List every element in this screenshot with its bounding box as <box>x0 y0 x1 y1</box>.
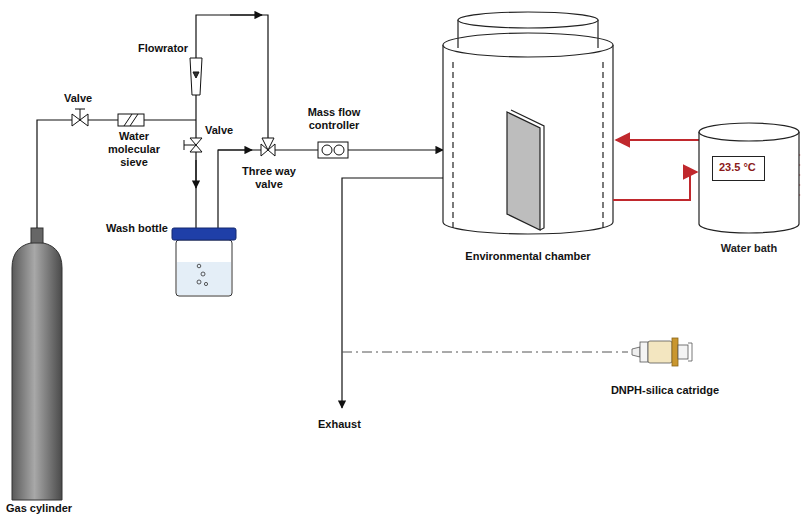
molecular-sieve <box>118 114 144 126</box>
gas-line <box>195 120 196 138</box>
gas-line <box>37 15 443 286</box>
exhaust-line <box>342 178 443 408</box>
wash-bottle <box>176 240 232 296</box>
gas-line <box>275 149 318 150</box>
gas-cylinder <box>31 228 43 243</box>
environmental-chamber <box>507 112 540 230</box>
gas-line <box>195 152 196 228</box>
device-label: Flowrator <box>138 42 188 55</box>
wash-bottle <box>197 264 201 268</box>
flowrator-tube <box>193 72 199 78</box>
valve-label: Three way valve <box>240 165 298 191</box>
gas-line <box>230 14 262 15</box>
dnph-cartridge <box>672 338 678 366</box>
exhaust-line <box>342 178 443 408</box>
wash-bottle <box>204 282 207 285</box>
three-way-valve <box>261 138 275 156</box>
mass-flow-controller <box>334 145 344 155</box>
dnph-cartridge <box>632 347 640 357</box>
dnph-cartridge <box>648 341 672 363</box>
flowrator-tube <box>190 58 202 95</box>
water-pipe <box>616 139 699 141</box>
wash-bottle <box>201 272 205 276</box>
dnph-cartridge <box>632 338 692 366</box>
gas-cylinder <box>12 242 62 500</box>
dnph-cartridge <box>640 342 648 362</box>
environmental-chamber <box>443 33 613 57</box>
water-pipe <box>613 172 697 200</box>
gas-line <box>348 149 443 150</box>
environmental-chamber <box>458 12 598 28</box>
cylinder-label: Gas cylinder <box>6 502 72 515</box>
valve-symbol <box>72 109 88 126</box>
gas-line <box>218 150 261 228</box>
device-label: Wash bottle <box>106 222 168 235</box>
device-label: Water molecular sieve <box>96 130 172 170</box>
gas-cylinder <box>12 228 62 500</box>
environmental-chamber <box>511 110 544 230</box>
gas-line <box>195 160 196 188</box>
valve-label: Valve <box>64 92 92 105</box>
dnph-cartridge <box>688 343 692 361</box>
mass-flow-controller <box>318 142 348 158</box>
gas-line <box>218 149 252 150</box>
molecular-sieve <box>118 114 144 126</box>
outlet-label: Exhaust <box>318 418 361 431</box>
three-way-valve <box>262 138 274 150</box>
mass-flow-controller <box>322 145 332 155</box>
gas-line <box>196 15 268 140</box>
flowrator-tube <box>190 58 202 95</box>
water-pipe <box>613 140 699 200</box>
wash-bottle <box>177 262 231 295</box>
environmental-chamber <box>443 45 613 234</box>
valve-symbol <box>184 145 196 146</box>
device-label: Mass flow controller <box>303 106 365 132</box>
valve-symbol <box>184 138 202 152</box>
water-bath: Water bath23.5 °C <box>698 122 800 234</box>
mass-flow-controller <box>318 142 348 158</box>
node-text: 23.5 °C <box>719 161 758 174</box>
tank-rim <box>699 123 799 141</box>
valve-symbol <box>184 140 185 150</box>
node-heading: Water bath <box>698 242 800 255</box>
wash-bottle <box>197 280 201 284</box>
sampling-line <box>342 352 628 353</box>
gas-line <box>195 95 196 120</box>
valve-symbol <box>80 109 81 120</box>
wash-bottle <box>172 228 236 240</box>
gas-line <box>37 120 196 228</box>
temperature-display: 23.5 °C <box>712 156 765 181</box>
wash-bottle <box>172 228 236 296</box>
dnph-cartridge <box>678 345 688 359</box>
environmental-chamber <box>443 12 613 234</box>
chamber-label: Environmental chamber <box>453 250 603 263</box>
valve-label: Valve <box>205 124 233 137</box>
valve-symbol <box>75 109 85 110</box>
cartridge-label: DNPH-silica catridge <box>590 384 740 397</box>
molecular-sieve <box>130 114 138 126</box>
tank-wall <box>699 132 799 233</box>
